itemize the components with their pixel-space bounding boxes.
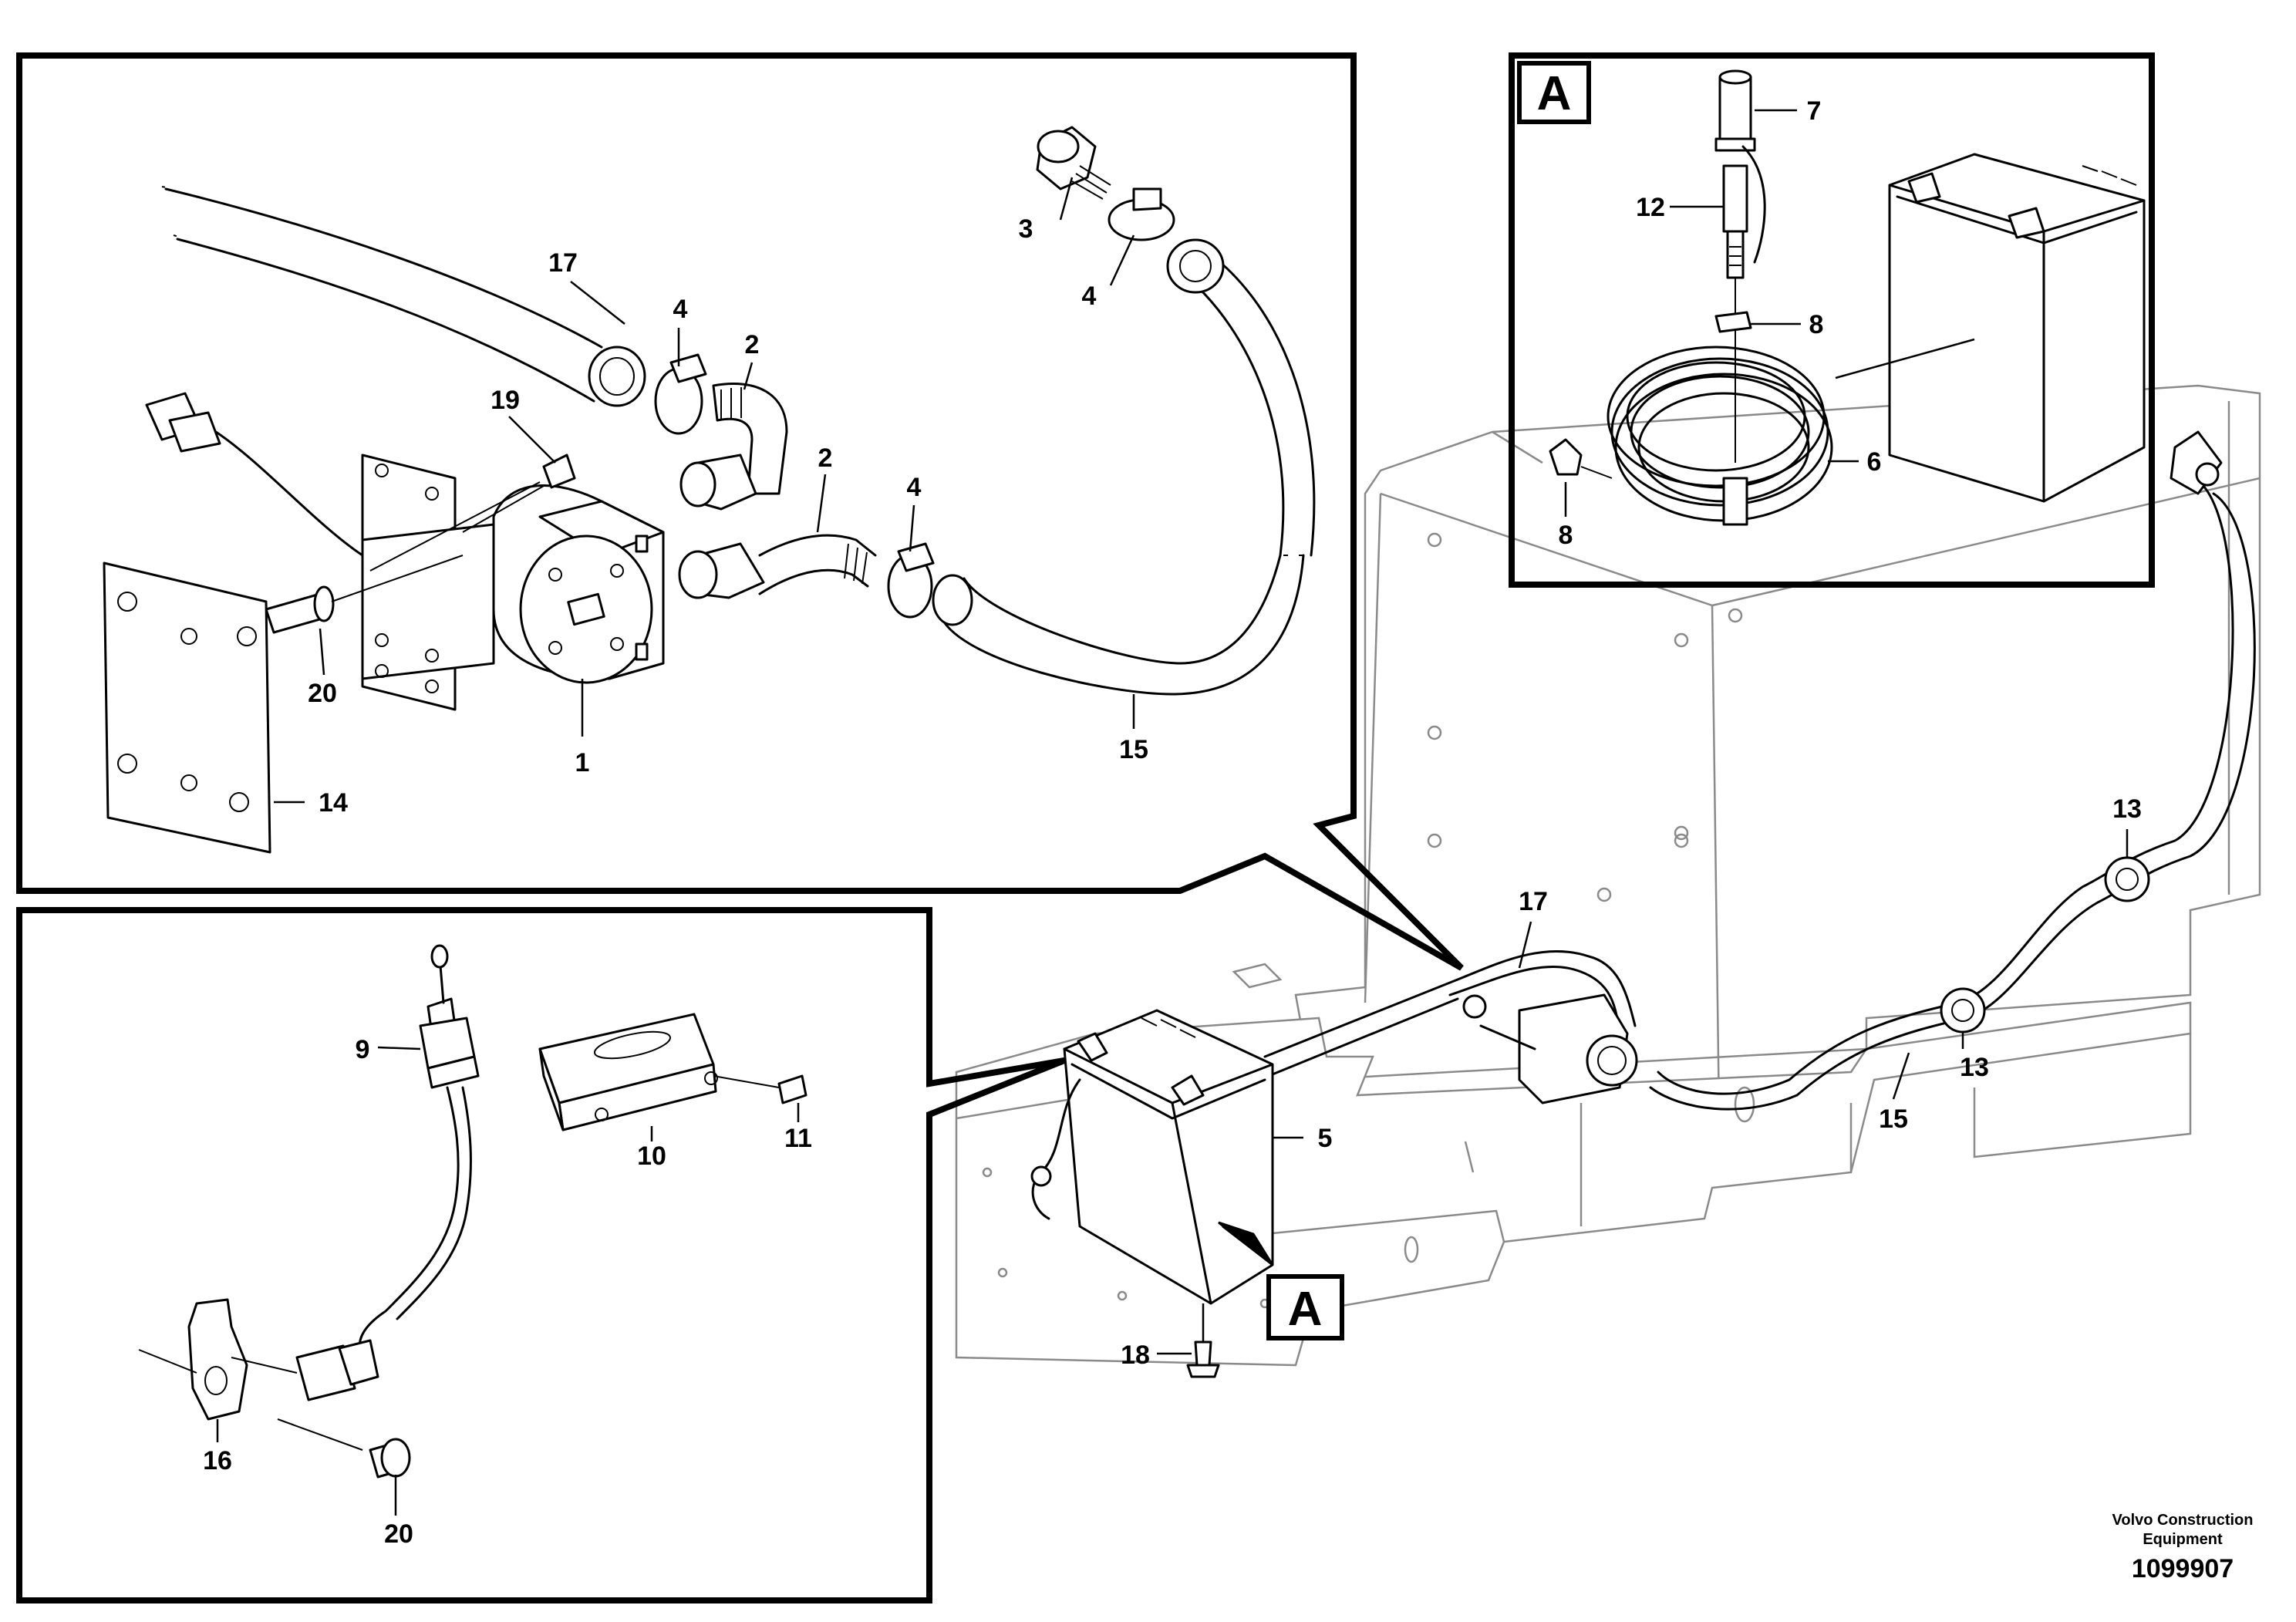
callout-20b: 20 (384, 1519, 413, 1549)
view-a-label-top: A (1517, 61, 1591, 124)
callout-7: 7 (1807, 96, 1822, 126)
callout-17a: 17 (548, 248, 578, 278)
company-line-2: Equipment (2143, 1531, 2223, 1548)
callout-4a: 4 (673, 295, 688, 324)
callout-15b: 15 (1879, 1104, 1908, 1134)
callout-5: 5 (1318, 1124, 1333, 1153)
callout-18: 18 (1121, 1340, 1150, 1370)
company-line-1: Volvo Construction (2112, 1512, 2254, 1529)
detail-frame-view-a (1509, 52, 2155, 588)
machine-hose-assembly (1263, 430, 2256, 1111)
battery-on-machine (1030, 1009, 1274, 1305)
callout-10: 10 (637, 1141, 666, 1171)
callout-12: 12 (1636, 193, 1665, 222)
callout-20a: 20 (308, 679, 337, 708)
switch-wiring-detail (138, 944, 807, 1479)
callout-13b: 13 (1960, 1053, 1989, 1082)
drawing-number: 1099907 (2132, 1554, 2234, 1583)
callout-13a: 13 (2112, 794, 2142, 824)
svg-text:A: A (1537, 67, 1572, 120)
callout-14: 14 (319, 788, 348, 818)
view-a-label-bottom: A (1266, 1274, 1344, 1340)
callout-numbers: 17 4 2 19 20 1 14 2 4 3 4 15 9 10 11 16 … (203, 96, 2142, 1549)
callout-4c: 4 (1082, 282, 1097, 311)
leader-18 (1157, 1303, 1220, 1378)
callout-8b: 8 (1559, 521, 1573, 550)
callout-11: 11 (784, 1124, 812, 1153)
detail-frame-switch (16, 907, 1066, 1603)
view-a-pointer (1218, 1221, 1274, 1266)
callout-3: 3 (1019, 214, 1033, 244)
callout-1: 1 (575, 748, 590, 777)
view-a-detail (1549, 69, 2146, 526)
pump-assembly-detail (103, 126, 1316, 854)
callout-2a: 2 (745, 330, 760, 359)
callout-6: 6 (1867, 447, 1882, 477)
callout-2b: 2 (818, 443, 833, 473)
detail-frame-pump (16, 52, 1464, 971)
callout-16: 16 (203, 1446, 232, 1475)
leader-lines (216, 109, 2129, 1516)
callout-15a: 15 (1119, 735, 1148, 764)
callout-9: 9 (356, 1035, 370, 1064)
callout-17b: 17 (1519, 887, 1548, 916)
drawing-credit: Volvo Construction Equipment 1099907 (2112, 1512, 2254, 1583)
svg-text:A: A (1288, 1283, 1323, 1336)
callout-19: 19 (491, 386, 520, 415)
callout-4b: 4 (907, 473, 922, 502)
callout-8a: 8 (1809, 310, 1824, 339)
